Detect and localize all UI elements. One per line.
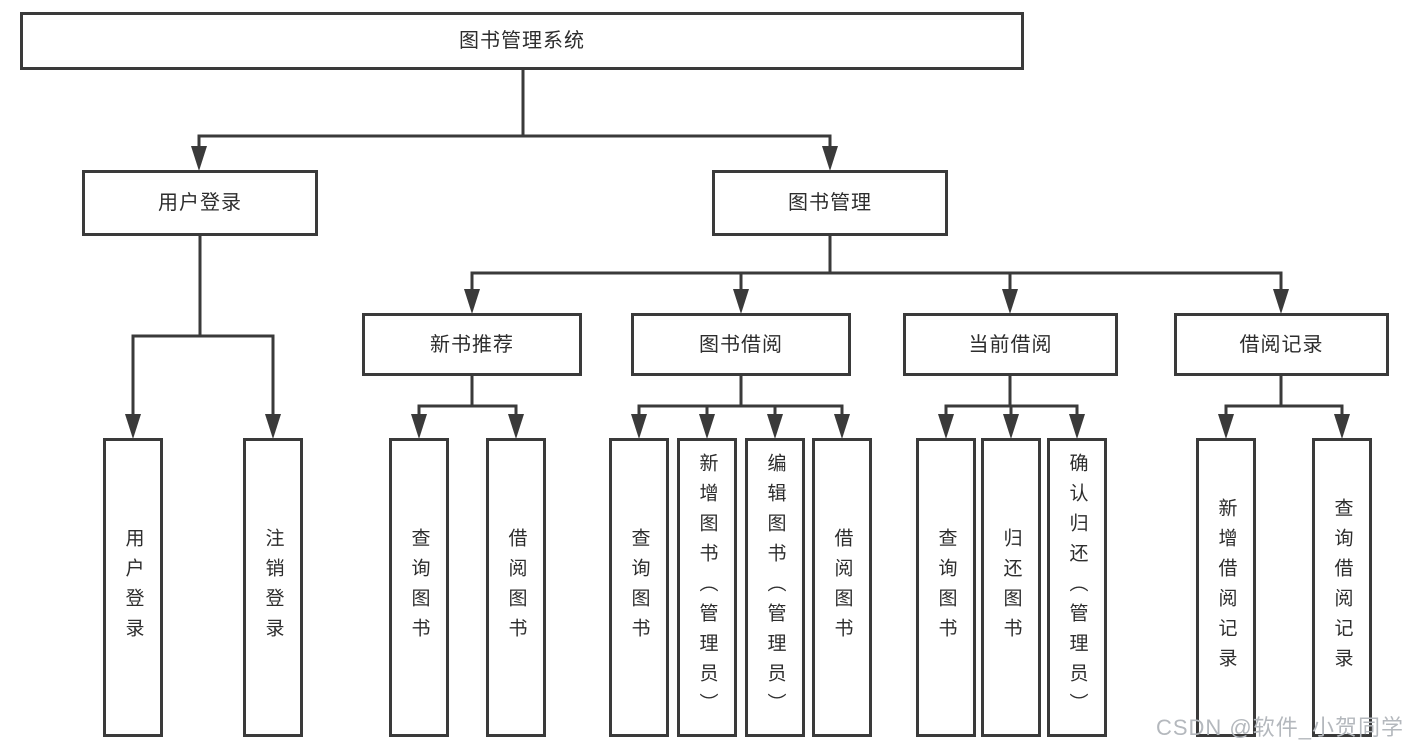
leaf-borrowing-query-books: 查询图书 [609,438,669,737]
leaf-user-login: 用户登录 [103,438,163,737]
arrowhead-icon [767,414,783,439]
leaf-current-query-books: 查询图书 [916,438,976,737]
connector-newbook-elbow [417,404,518,420]
connector-userlogin-elbow [131,334,275,420]
arrowhead-icon [1002,289,1018,314]
leaf-borrowing-edit-books-admin: 编辑图书（管理员） [745,438,805,737]
arrowhead-icon [1273,289,1289,314]
connector-root-elbow [197,134,832,152]
node-current-borrowing: 当前借阅 [903,313,1118,376]
leaf-current-confirm-return-admin: 确认归还（管理员） [1047,438,1107,737]
connector-bookmgmt-elbow [470,271,1283,295]
leaf-borrowing-add-books-admin: 新增图书（管理员） [677,438,737,737]
arrowhead-icon [411,414,427,439]
node-new-book-recommendation: 新书推荐 [362,313,582,376]
arrowhead-icon [733,289,749,314]
csdn-watermark: CSDN @软件_小贺同学 [1155,715,1404,740]
connector-records-elbow [1224,404,1344,420]
leaf-records-query-record: 查询借阅记录 [1312,438,1372,737]
arrowhead-icon [1003,414,1019,439]
arrowhead-icon [1334,414,1350,439]
arrowhead-icon [834,414,850,439]
arrowhead-icon [464,289,480,314]
arrowhead-icon [1218,414,1234,439]
arrowhead-icon [191,146,207,171]
node-book-management: 图书管理 [712,170,948,236]
node-borrowing-records: 借阅记录 [1174,313,1389,376]
arrowhead-icon [699,414,715,439]
node-user-login: 用户登录 [82,170,318,236]
arrowhead-icon [631,414,647,439]
leaf-logout: 注销登录 [243,438,303,737]
arrowhead-icon [938,414,954,439]
leaf-newbook-borrow-books: 借阅图书 [486,438,546,737]
arrowhead-icon [822,146,838,171]
arrowhead-icon [508,414,524,439]
arrowhead-icon [265,414,281,439]
leaf-current-return-books: 归还图书 [981,438,1041,737]
leaf-records-add-record: 新增借阅记录 [1196,438,1256,737]
leaf-borrowing-borrow-books: 借阅图书 [812,438,872,737]
node-book-borrowing: 图书借阅 [631,313,851,376]
arrowhead-icon [125,414,141,439]
connector-borrowing-elbow [637,404,844,420]
leaf-newbook-query-books: 查询图书 [389,438,449,737]
arrowhead-icon [1069,414,1085,439]
node-library-management-system: 图书管理系统 [20,12,1024,70]
